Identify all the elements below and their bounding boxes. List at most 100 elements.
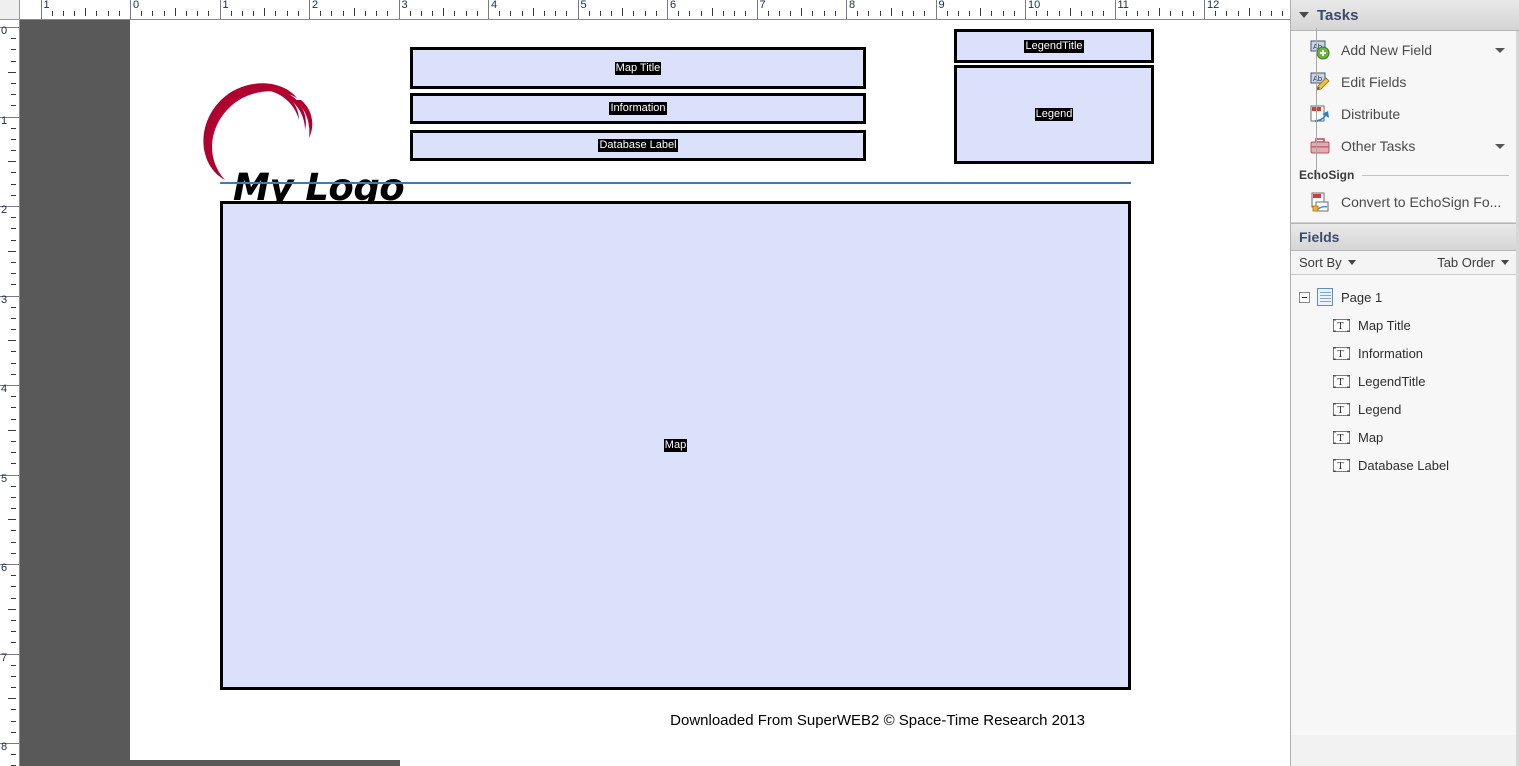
ruler-label: 1 (43, 0, 50, 11)
ruler-tick-minor (118, 11, 120, 16)
ruler-tick-major (667, 0, 668, 19)
ruler-tick-minor (286, 11, 288, 16)
ruler-label: 12 (1207, 0, 1220, 11)
form-field-database-label[interactable]: Database Label (410, 130, 866, 161)
tree-node-label: LegendTitle (1358, 373, 1426, 389)
triangle-down-icon[interactable] (1299, 12, 1309, 18)
ruler-tick-minor (1013, 11, 1015, 16)
task-item-add-new-field[interactable]: Ab Add New Field (1291, 34, 1519, 66)
tree-node-map-title[interactable]: T Map Title (1291, 311, 1519, 339)
logo-swoosh-icon (203, 83, 313, 180)
collapse-expander-icon[interactable] (1299, 291, 1310, 303)
ruler-tick-minor (801, 8, 803, 16)
tree-node-legendtitle[interactable]: T LegendTitle (1291, 367, 1519, 395)
text-field-icon: T (1333, 318, 1350, 332)
task-item-distribute[interactable]: Distribute (1291, 98, 1519, 130)
document-canvas[interactable]: My Logo Map Title Information Database L… (20, 20, 1290, 766)
ruler-tick-minor (11, 675, 16, 677)
panel-scrollbar[interactable] (1516, 0, 1519, 766)
ruler-tick-minor (11, 642, 16, 644)
ruler-tick-minor (11, 261, 16, 263)
ruler-tick-major (0, 206, 19, 207)
ruler-tick-minor (711, 8, 713, 16)
sort-by-dropdown[interactable]: Sort By (1299, 255, 1356, 270)
ruler-tick-minor (868, 11, 870, 16)
ruler-tick-major (577, 0, 579, 19)
tree-node-label: Database Label (1358, 457, 1450, 473)
chevron-down-icon[interactable] (1495, 47, 1505, 53)
text-field-icon: T (1333, 374, 1350, 388)
ruler-tick-minor (409, 11, 411, 16)
ruler-tick-minor (443, 8, 445, 16)
ruler-tick-major (1114, 0, 1116, 19)
ruler-tick-minor (11, 586, 16, 588)
text-field-icon: T (1333, 458, 1350, 472)
svg-text:T: T (1338, 406, 1344, 416)
tree-node-map[interactable]: T Map (1291, 423, 1519, 451)
tasks-panel-header[interactable]: Tasks (1291, 0, 1519, 31)
form-field-legend-title[interactable]: LegendTitle (954, 29, 1154, 63)
form-field-map-title[interactable]: Map Title (410, 47, 866, 89)
task-item-edit-fields[interactable]: Ab Edit Fields (1291, 66, 1519, 98)
ruler-tick-minor (11, 709, 16, 711)
ruler-tick-minor (722, 11, 724, 16)
chevron-down-icon[interactable] (1495, 143, 1505, 149)
tree-node-information[interactable]: T Information (1291, 339, 1519, 367)
document-page[interactable]: My Logo Map Title Information Database L… (130, 20, 1177, 760)
task-item-other-tasks[interactable]: Other Tasks (1291, 130, 1519, 162)
ruler-tick-major (219, 0, 221, 19)
ruler-tick-minor (11, 407, 16, 409)
ruler-tick-minor (890, 8, 892, 16)
ruler-label: 4 (1, 383, 8, 395)
ruler-tick-minor (11, 306, 16, 308)
ruler-tick-minor (141, 11, 143, 16)
ruler-tick-major (1025, 0, 1026, 19)
ruler-tick-minor (767, 11, 769, 16)
form-field-information[interactable]: Information (410, 93, 866, 124)
ruler-tick-major (0, 474, 19, 476)
ruler-tick-minor (812, 11, 814, 16)
ruler-tick-major (0, 385, 19, 386)
ruler-tick-minor (1181, 11, 1183, 16)
ruler-tick-minor (1148, 11, 1150, 16)
ruler-tick-minor (11, 183, 16, 185)
ruler-tick-minor (11, 138, 16, 140)
svg-text:T: T (1338, 350, 1344, 360)
tree-node-legend[interactable]: T Legend (1291, 395, 1519, 423)
ruler-tick-minor (1248, 8, 1250, 16)
form-field-map[interactable]: Map (220, 201, 1131, 690)
logo: My Logo (185, 70, 405, 209)
echosign-section-label: EchoSign (1299, 168, 1355, 182)
ruler-tick-minor (1237, 11, 1239, 16)
task-item-convert-to-echosign[interactable]: Convert to EchoSign Fo... (1291, 186, 1519, 218)
ruler-tick-minor (51, 11, 53, 16)
ruler-tick-minor (74, 11, 76, 16)
form-field-legend[interactable]: Legend (954, 65, 1154, 164)
tree-node-label: Map Title (1358, 317, 1411, 333)
ruler-tick-minor (208, 11, 210, 16)
tab-order-dropdown[interactable]: Tab Order (1437, 255, 1509, 270)
ruler-tick-minor (376, 11, 378, 16)
ruler-tick-minor (778, 11, 780, 16)
task-item-label: Edit Fields (1341, 74, 1407, 90)
ruler-label: 4 (491, 0, 498, 11)
ruler-tick-minor (1058, 11, 1060, 16)
header-divider (220, 182, 1131, 184)
ruler-tick-major (935, 0, 937, 19)
tree-node-database-label[interactable]: T Database Label (1291, 451, 1519, 479)
ruler-tick-minor (532, 8, 534, 16)
ruler-tick-minor (901, 11, 903, 16)
ruler-tick-minor (11, 49, 16, 51)
ruler-tick-major (398, 0, 400, 19)
tree-node-page-1[interactable]: Page 1 (1291, 283, 1519, 311)
ruler-label: 10 (1028, 0, 1041, 11)
ruler-tick-minor (432, 11, 434, 16)
ruler-tick-major (846, 0, 847, 19)
ruler-label: 6 (670, 0, 677, 11)
ruler-tick-minor (1170, 11, 1172, 16)
ruler-tick-minor (11, 664, 16, 666)
ruler-tick-minor (8, 608, 16, 610)
text-field-icon: T (1333, 430, 1350, 444)
